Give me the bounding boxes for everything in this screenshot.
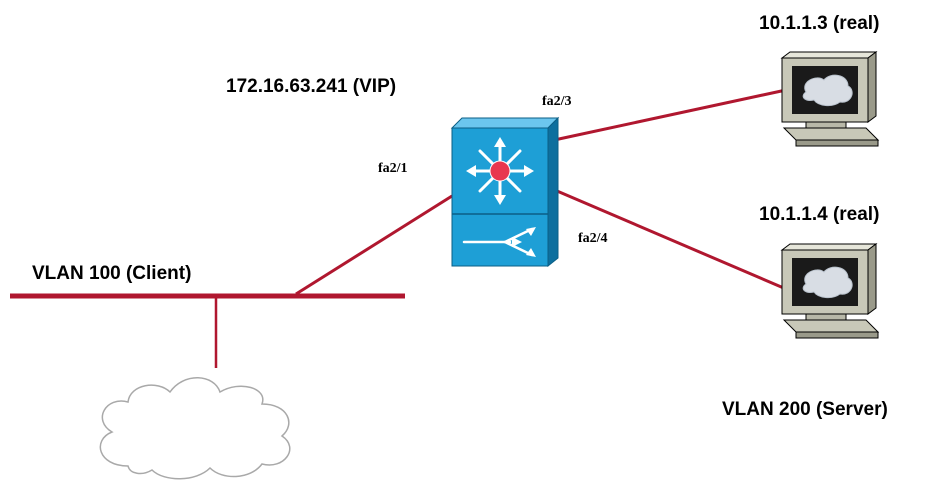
port-label-fa2-1: fa2/1	[378, 161, 408, 176]
workstation-icon-2	[780, 243, 880, 339]
multilayer-switch-icon	[450, 116, 560, 268]
server-ip-label-2: 10.1.1.4 (real)	[759, 204, 880, 225]
vip-label: 172.16.63.241 (VIP)	[226, 76, 397, 97]
cloud-icon	[99, 377, 291, 480]
port-label-fa2-3: fa2/3	[542, 94, 572, 109]
port-label-fa2-4: fa2/4	[578, 231, 608, 246]
workstation-icon-1	[780, 51, 880, 147]
link-fa2-3	[544, 88, 787, 144]
link-fa2-1	[295, 194, 453, 296]
vlan-client-label: VLAN 100 (Client)	[32, 263, 192, 284]
link-fa2-4	[549, 186, 787, 291]
vlan-server-label: VLAN 200 (Server)	[722, 399, 888, 420]
server-ip-label-1: 10.1.1.3 (real)	[759, 13, 880, 34]
